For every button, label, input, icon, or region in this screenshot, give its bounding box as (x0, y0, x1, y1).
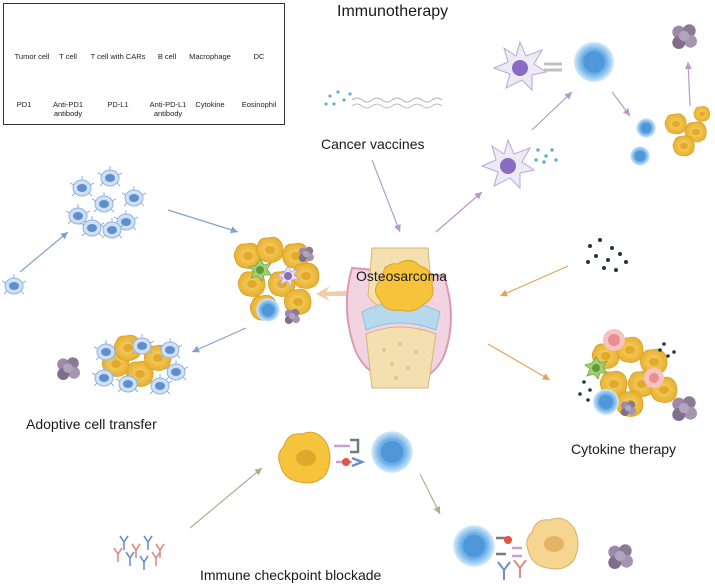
immune-checkpoint-blockade-label: Immune checkpoint blockade (200, 567, 382, 583)
arrow-antibody-to-checkpoint (189, 467, 263, 529)
legend-label: Macrophage (189, 52, 231, 61)
legend-label: Anti-PD-L1 antibody (149, 100, 187, 118)
legend-label: DC (253, 52, 265, 61)
arrow-checkpoint-to-blockade (419, 473, 441, 515)
legend-label: PD-L1 (107, 100, 129, 109)
arrow-tcell-to-tumor (611, 91, 631, 117)
legend-b-cell: B cell (139, 50, 195, 61)
osteosarcoma-mass (375, 260, 434, 312)
tumor-microenvironment (233, 236, 356, 324)
diagram-title: Immunotherapy (337, 3, 449, 20)
arrow-bone-to-dc (435, 191, 483, 233)
legend-anti-pd-l1: Anti-PD-L1 antibody (142, 98, 194, 118)
arrow-vaccine-to-bone (371, 159, 401, 233)
cancer-vaccines-label: Cancer vaccines (321, 136, 425, 152)
legend: Tumor cell T cell T cell with CARs B cel… (3, 3, 285, 125)
cytokine-therapy-graphic (578, 238, 697, 421)
arrow-expand-to-tumor (167, 209, 239, 234)
legend-anti-pd1: Anti-PD1 antibody (42, 98, 94, 118)
legend-t-cell-car: T cell with CARs (88, 50, 148, 61)
arrow-bone-to-cytokine-effect (487, 343, 551, 381)
legend-label: Anti-PD1 antibody (52, 100, 83, 118)
arrow-tumor-to-attack (191, 327, 247, 353)
adoptive-cell-transfer-label: Adoptive cell transfer (26, 416, 157, 432)
legend-pd-l1: PD-L1 (90, 98, 146, 109)
arrow-dc-to-tcell (531, 91, 573, 131)
expanded-car-t-cells (65, 165, 147, 239)
legend-t-cell: T cell (40, 50, 96, 61)
arrow-tumor-to-debris (684, 61, 692, 107)
legend-label: T cell with CARs (90, 52, 146, 61)
osteosarcoma-bone (345, 247, 452, 389)
legend-eosinophil: Eosinophil (231, 98, 287, 109)
dc-presentation-graphic (480, 24, 711, 190)
cancer-vaccine-graphic (324, 90, 443, 109)
legend-cytokine: Cytokine (182, 98, 238, 109)
legend-label: B cell (157, 52, 177, 61)
arrow-tcell-expand (19, 231, 69, 273)
cytokine-therapy-label: Cytokine therapy (571, 441, 677, 457)
bone-to-tumor-arrow (316, 286, 356, 301)
legend-label: Cytokine (195, 100, 225, 109)
legend-tumor-cell: Tumor cell (4, 50, 60, 61)
immune-checkpoint-graphic (113, 431, 633, 580)
antibody-pool (113, 535, 165, 570)
legend-pd1: PD1 (0, 98, 52, 109)
legend-label: Tumor cell (14, 52, 50, 61)
legend-label: T cell (59, 52, 77, 61)
adoptive-cell-transfer-graphic (1, 165, 189, 395)
arrow-cytokine-to-bone (499, 265, 569, 297)
legend-macrophage: Macrophage (182, 50, 238, 61)
legend-dc: DC (231, 50, 287, 61)
osteosarcoma-label: Osteosarcoma (356, 268, 448, 284)
single-car-t-cell (1, 273, 27, 295)
arrows (19, 61, 692, 529)
car-t-tumor-attack (57, 333, 189, 395)
legend-label: PD1 (16, 100, 32, 109)
legend-label: Eosinophil (241, 100, 277, 109)
